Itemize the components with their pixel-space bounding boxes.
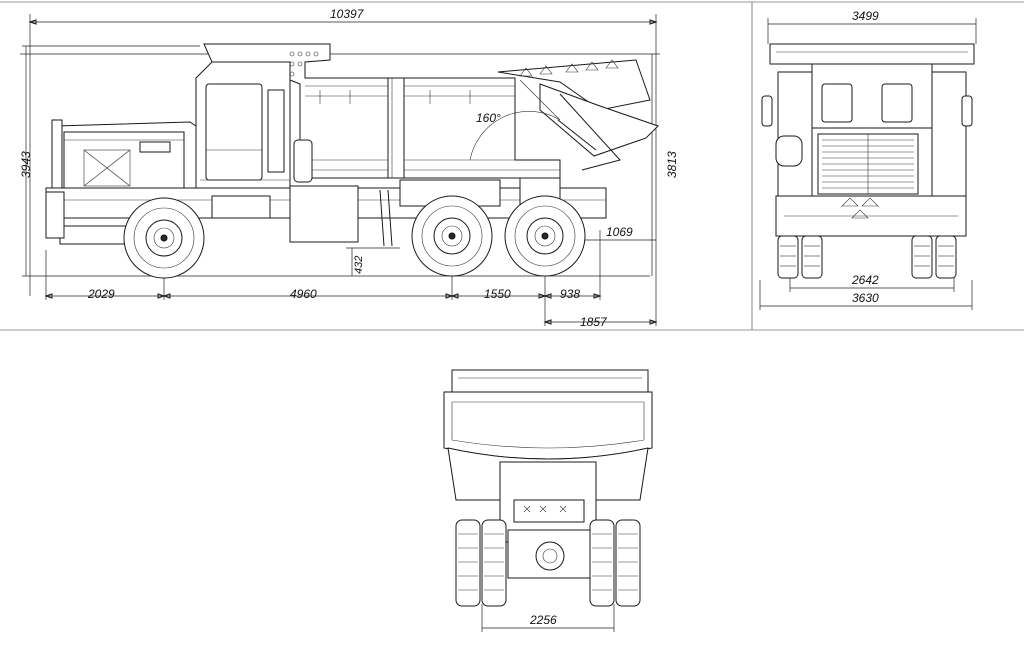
tip-angle-label: 160°	[476, 111, 501, 125]
overall-width-label: 3630	[852, 291, 879, 305]
rear-dimensions	[481, 604, 615, 632]
wheelbase-front-label: 4960	[290, 287, 317, 301]
dump-body	[203, 43, 561, 179]
rear-body-top	[451, 369, 649, 393]
front-view: 3499 2642 3630	[759, 9, 977, 310]
front-wheel-left-1	[777, 235, 799, 279]
rear-wheel-right-1	[589, 519, 615, 607]
overall-height-label: 3943	[19, 151, 33, 178]
tailgate-truss	[469, 59, 659, 171]
ground-clearance-label: 432	[353, 256, 365, 274]
overall-length-label: 10397	[330, 7, 365, 21]
front-wheel-right-2	[935, 235, 957, 279]
top-width-label: 3499	[852, 9, 879, 23]
engine-hood	[51, 119, 197, 193]
tail-height-label: 1069	[606, 225, 633, 239]
tail-length-label: 1857	[580, 315, 608, 329]
front-wheel	[123, 197, 205, 279]
side-dimensions	[20, 14, 660, 326]
mirror-left	[761, 95, 773, 127]
rear-wheel-left-1	[455, 519, 481, 607]
side-view: 160°	[19, 7, 679, 329]
rear-wheel-right-2	[615, 519, 641, 607]
front-body-top	[769, 43, 975, 65]
rear-track-label: 2256	[529, 613, 557, 627]
front-track-label: 2642	[851, 273, 879, 287]
rear-wheel	[504, 195, 586, 277]
front-wheel-right-1	[911, 235, 933, 279]
front-wheel-left-2	[801, 235, 823, 279]
body-height-label: 3813	[665, 151, 679, 178]
wheelbase-rear-label: 1550	[484, 287, 511, 301]
rear-view: 2256	[443, 369, 653, 632]
cab	[195, 61, 291, 189]
rear-overhang-label: 938	[560, 287, 580, 301]
rear-wheel-left-2	[481, 519, 507, 607]
middle-wheel	[411, 195, 493, 277]
mirror-right	[961, 95, 973, 127]
front-overhang-label: 2029	[87, 287, 115, 301]
grille-bars	[822, 134, 914, 194]
